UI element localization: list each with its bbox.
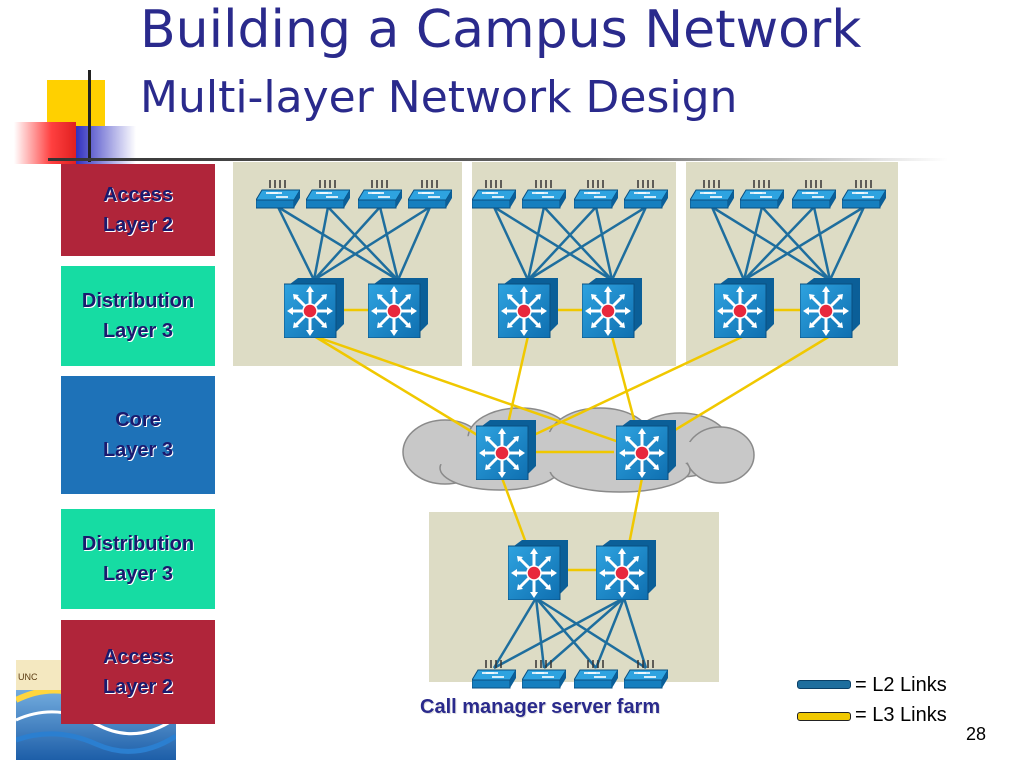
svg-text:UNC: UNC [18, 672, 38, 682]
slide-title: Building a Campus Network [140, 0, 862, 60]
layer-distribution-bottom: Distribution Layer 3 [61, 509, 215, 609]
legend-l3-label: = L3 Links [855, 704, 947, 726]
layer-access-bottom: Access Layer 2 [61, 620, 215, 724]
server-farm-label: Call manager server farm [420, 696, 661, 718]
server-farm-block [429, 512, 719, 682]
page-number: 28 [966, 724, 987, 744]
layer-distribution-bottom-line1: Distribution [81, 533, 195, 555]
layer-distribution-top-line2: Layer 3 [102, 320, 174, 342]
legend-l2-label: = L2 Links [855, 674, 947, 696]
layer-access-bottom-line1: Access [102, 646, 174, 668]
slide-subtitle: Multi-layer Network Design [140, 72, 738, 123]
layer-access-bottom-line2: Layer 2 [102, 676, 174, 698]
deco-horizontal-line [48, 158, 948, 161]
legend-l3-line [797, 712, 851, 721]
layer-distribution-top-line1: Distribution [81, 290, 195, 312]
layer-distribution-top: Distribution Layer 3 [61, 266, 215, 366]
layer-access-top-line2: Layer 2 [102, 214, 174, 236]
layer-core: Core Layer 3 [61, 376, 215, 494]
layer-core-line2: Layer 3 [102, 439, 174, 461]
l2-links [276, 205, 866, 670]
layer-distribution-bottom-line2: Layer 3 [102, 563, 174, 585]
deco-vertical-line [88, 70, 91, 162]
layer-access-top-line1: Access [102, 184, 174, 206]
legend-l2-line [797, 680, 851, 689]
deco-red-square [14, 122, 76, 164]
layer-access-top: Access Layer 2 [61, 164, 215, 256]
layer-core-line1: Core [115, 409, 161, 431]
